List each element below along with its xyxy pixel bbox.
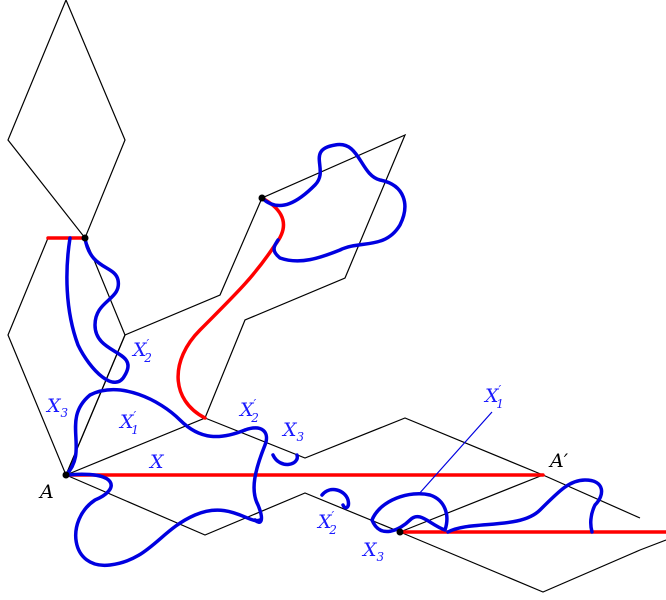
dot-top-right [258, 194, 266, 202]
x1-prime-pointer-line [417, 411, 493, 496]
label-X2-prime-lower-prime: ′ [332, 509, 335, 523]
label-X1-prime-left-letter: X [118, 411, 135, 433]
label-X3-left-letter: X [45, 395, 62, 417]
red-segments [46, 196, 666, 534]
label-X2-prime-center-letter: X [238, 399, 255, 421]
label-X2-prime-left-letter: X [131, 339, 148, 361]
red-curve-center [176, 196, 286, 420]
dot-A [62, 471, 70, 479]
curve-lower-right-wave [446, 478, 604, 534]
label-X3-lower: X3 [361, 539, 385, 564]
label-X3-lower-letter: X [361, 539, 378, 561]
curve-left-loop [65, 236, 130, 384]
label-X-text: X [148, 451, 165, 473]
label-X3-center-sub: 3 [297, 430, 305, 444]
label-X2-prime-center-sub: 2 [250, 411, 259, 425]
slanted-strip-upper [65, 133, 407, 476]
rhombus-top [7, 0, 126, 240]
label-X1-prime-left-sub: 1 [131, 423, 139, 437]
vertex-dots [62, 194, 404, 536]
curve-x2-small-loop [320, 487, 351, 510]
label-X1-prime-right-prime: ′ [499, 383, 502, 397]
curve-x3-small-bump [271, 453, 299, 467]
curve-x1-lower-loop [64, 472, 262, 567]
lower-strip-inner [399, 474, 544, 533]
label-X2-prime-center: X′2 [238, 397, 259, 425]
blue-curves [64, 142, 604, 567]
label-X3-left: X3 [45, 395, 69, 420]
label-A-prime: A′ [548, 450, 569, 472]
label-X1-prime-right-letter: X [483, 385, 500, 407]
label-X3-lower-sub: 3 [377, 550, 385, 564]
label-X2-prime-lower: X′2 [316, 509, 337, 537]
label-X: X [148, 451, 165, 473]
label-A: A [38, 481, 54, 503]
label-X2-prime-left-prime: ′ [147, 337, 150, 351]
curve-lower-right-loop [370, 492, 449, 534]
curve-x3-x1-main [64, 388, 247, 477]
label-X1-prime-left-prime: ′ [134, 409, 137, 423]
dot-top-rhombus [81, 234, 89, 242]
label-X3-center-letter: X [281, 419, 298, 441]
curve-x2-center [243, 426, 269, 524]
dot-lower-right [396, 528, 404, 536]
label-X1-prime-right: X′1 [483, 383, 504, 411]
label-X2-prime-lower-letter: X [316, 511, 333, 533]
label-X1-prime-right-sub: 1 [496, 397, 504, 411]
label-X3-center: X3 [281, 419, 305, 444]
upper-strip-right [204, 417, 641, 519]
label-X2-prime-left: X′2 [131, 337, 152, 365]
label-X3-left-sub: 3 [61, 406, 69, 420]
outline-group [7, 0, 666, 593]
label-X2-prime-left-sub: 2 [143, 351, 152, 365]
label-X2-prime-center-prime: ′ [254, 397, 257, 411]
label-X2-prime-lower-sub: 2 [328, 523, 337, 537]
label-X1-prime-left: X′1 [118, 409, 139, 437]
curve-top-right-loop [260, 142, 407, 263]
